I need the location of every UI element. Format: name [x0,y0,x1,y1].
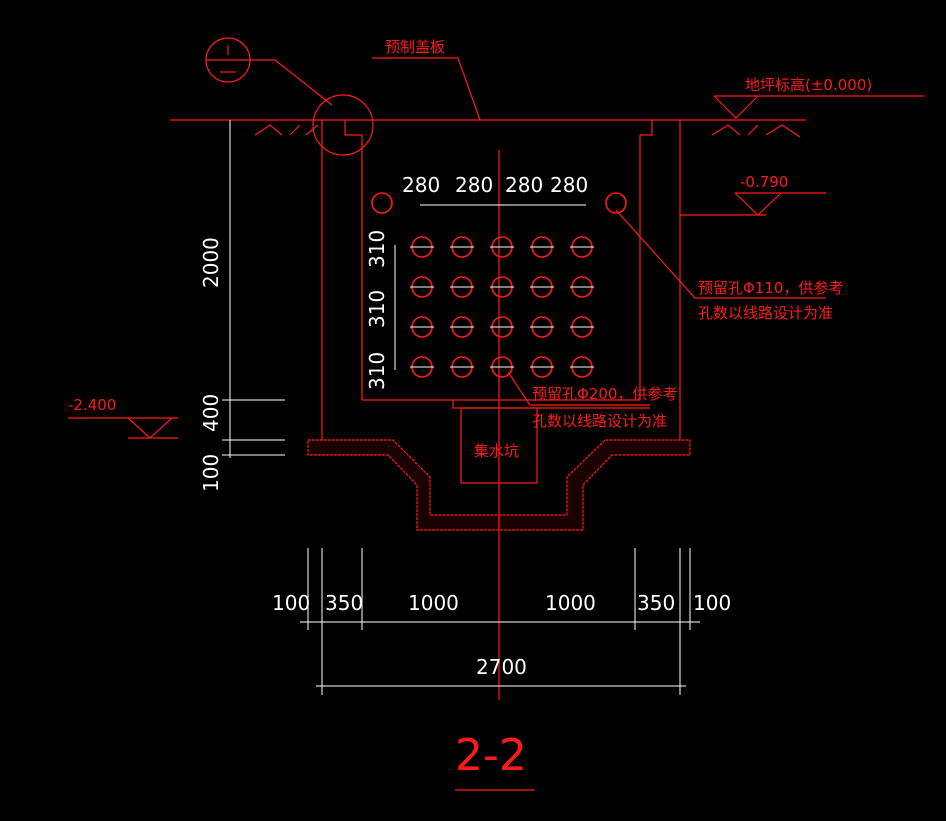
dim-text: 1000 [408,591,459,615]
hole110-callout: 预留孔Φ110，供参考 孔数以线路设计为准 [615,209,843,322]
hole-110-left [371,192,393,214]
dim-text: 100 [272,591,310,615]
cover-plate-callout: 预制盖板 [372,38,481,121]
dim-text: 280 [455,173,493,197]
section-title: 2-2 [455,730,527,781]
dim-text: 100 [199,454,223,492]
dim-text: 310 [365,230,389,268]
hole-110-right [605,192,627,214]
dim-text: 280 [402,173,440,197]
elevation-ground: 地坪标高(±0.000) [713,76,924,119]
concrete-base [307,439,691,531]
sump-label: 集水坑 [474,442,519,460]
hole-grid [410,236,594,378]
overall-width: 2700 [476,655,527,679]
cover-plate [344,119,653,136]
elevation-label: -2.400 [68,396,116,414]
dim-text: 1000 [545,591,596,615]
hole200-callout: 预留孔Φ200，供参考 孔数以线路设计为准 [507,371,677,430]
dim-text: 280 [505,173,543,197]
dim-text: 350 [637,591,675,615]
elevation-label: -0.790 [740,173,788,191]
callout-text: 预留孔Φ200，供参考 [532,385,677,403]
dim-text: 400 [199,394,223,432]
callout-text: 孔数以线路设计为准 [698,304,833,322]
cover-plate-label: 预制盖板 [385,38,445,56]
dim-text: 310 [365,352,389,390]
walls [321,120,681,484]
left-dims: 2000 400 100 [199,120,285,492]
dim-text: 2000 [199,237,223,288]
elevation-2400: -2.400 [68,396,178,439]
callout-text: 孔数以线路设计为准 [532,412,667,430]
dim-text: 350 [325,591,363,615]
callout-text: 预留孔Φ110，供参考 [698,279,843,297]
dim-text: 310 [365,290,389,328]
ground-line [170,119,806,138]
elevation-0790: -0.790 [680,173,826,216]
bottom-dims: 100 350 1000 1000 350 100 2700 [272,548,731,695]
dim-text: 100 [693,591,731,615]
dim-text: 280 [550,173,588,197]
hole-spacing-dims: 280 280 280 280 310 310 310 [365,173,588,390]
detail-symbol [205,37,374,156]
ground-elevation-label: 地坪标高(±0.000) [745,76,872,94]
